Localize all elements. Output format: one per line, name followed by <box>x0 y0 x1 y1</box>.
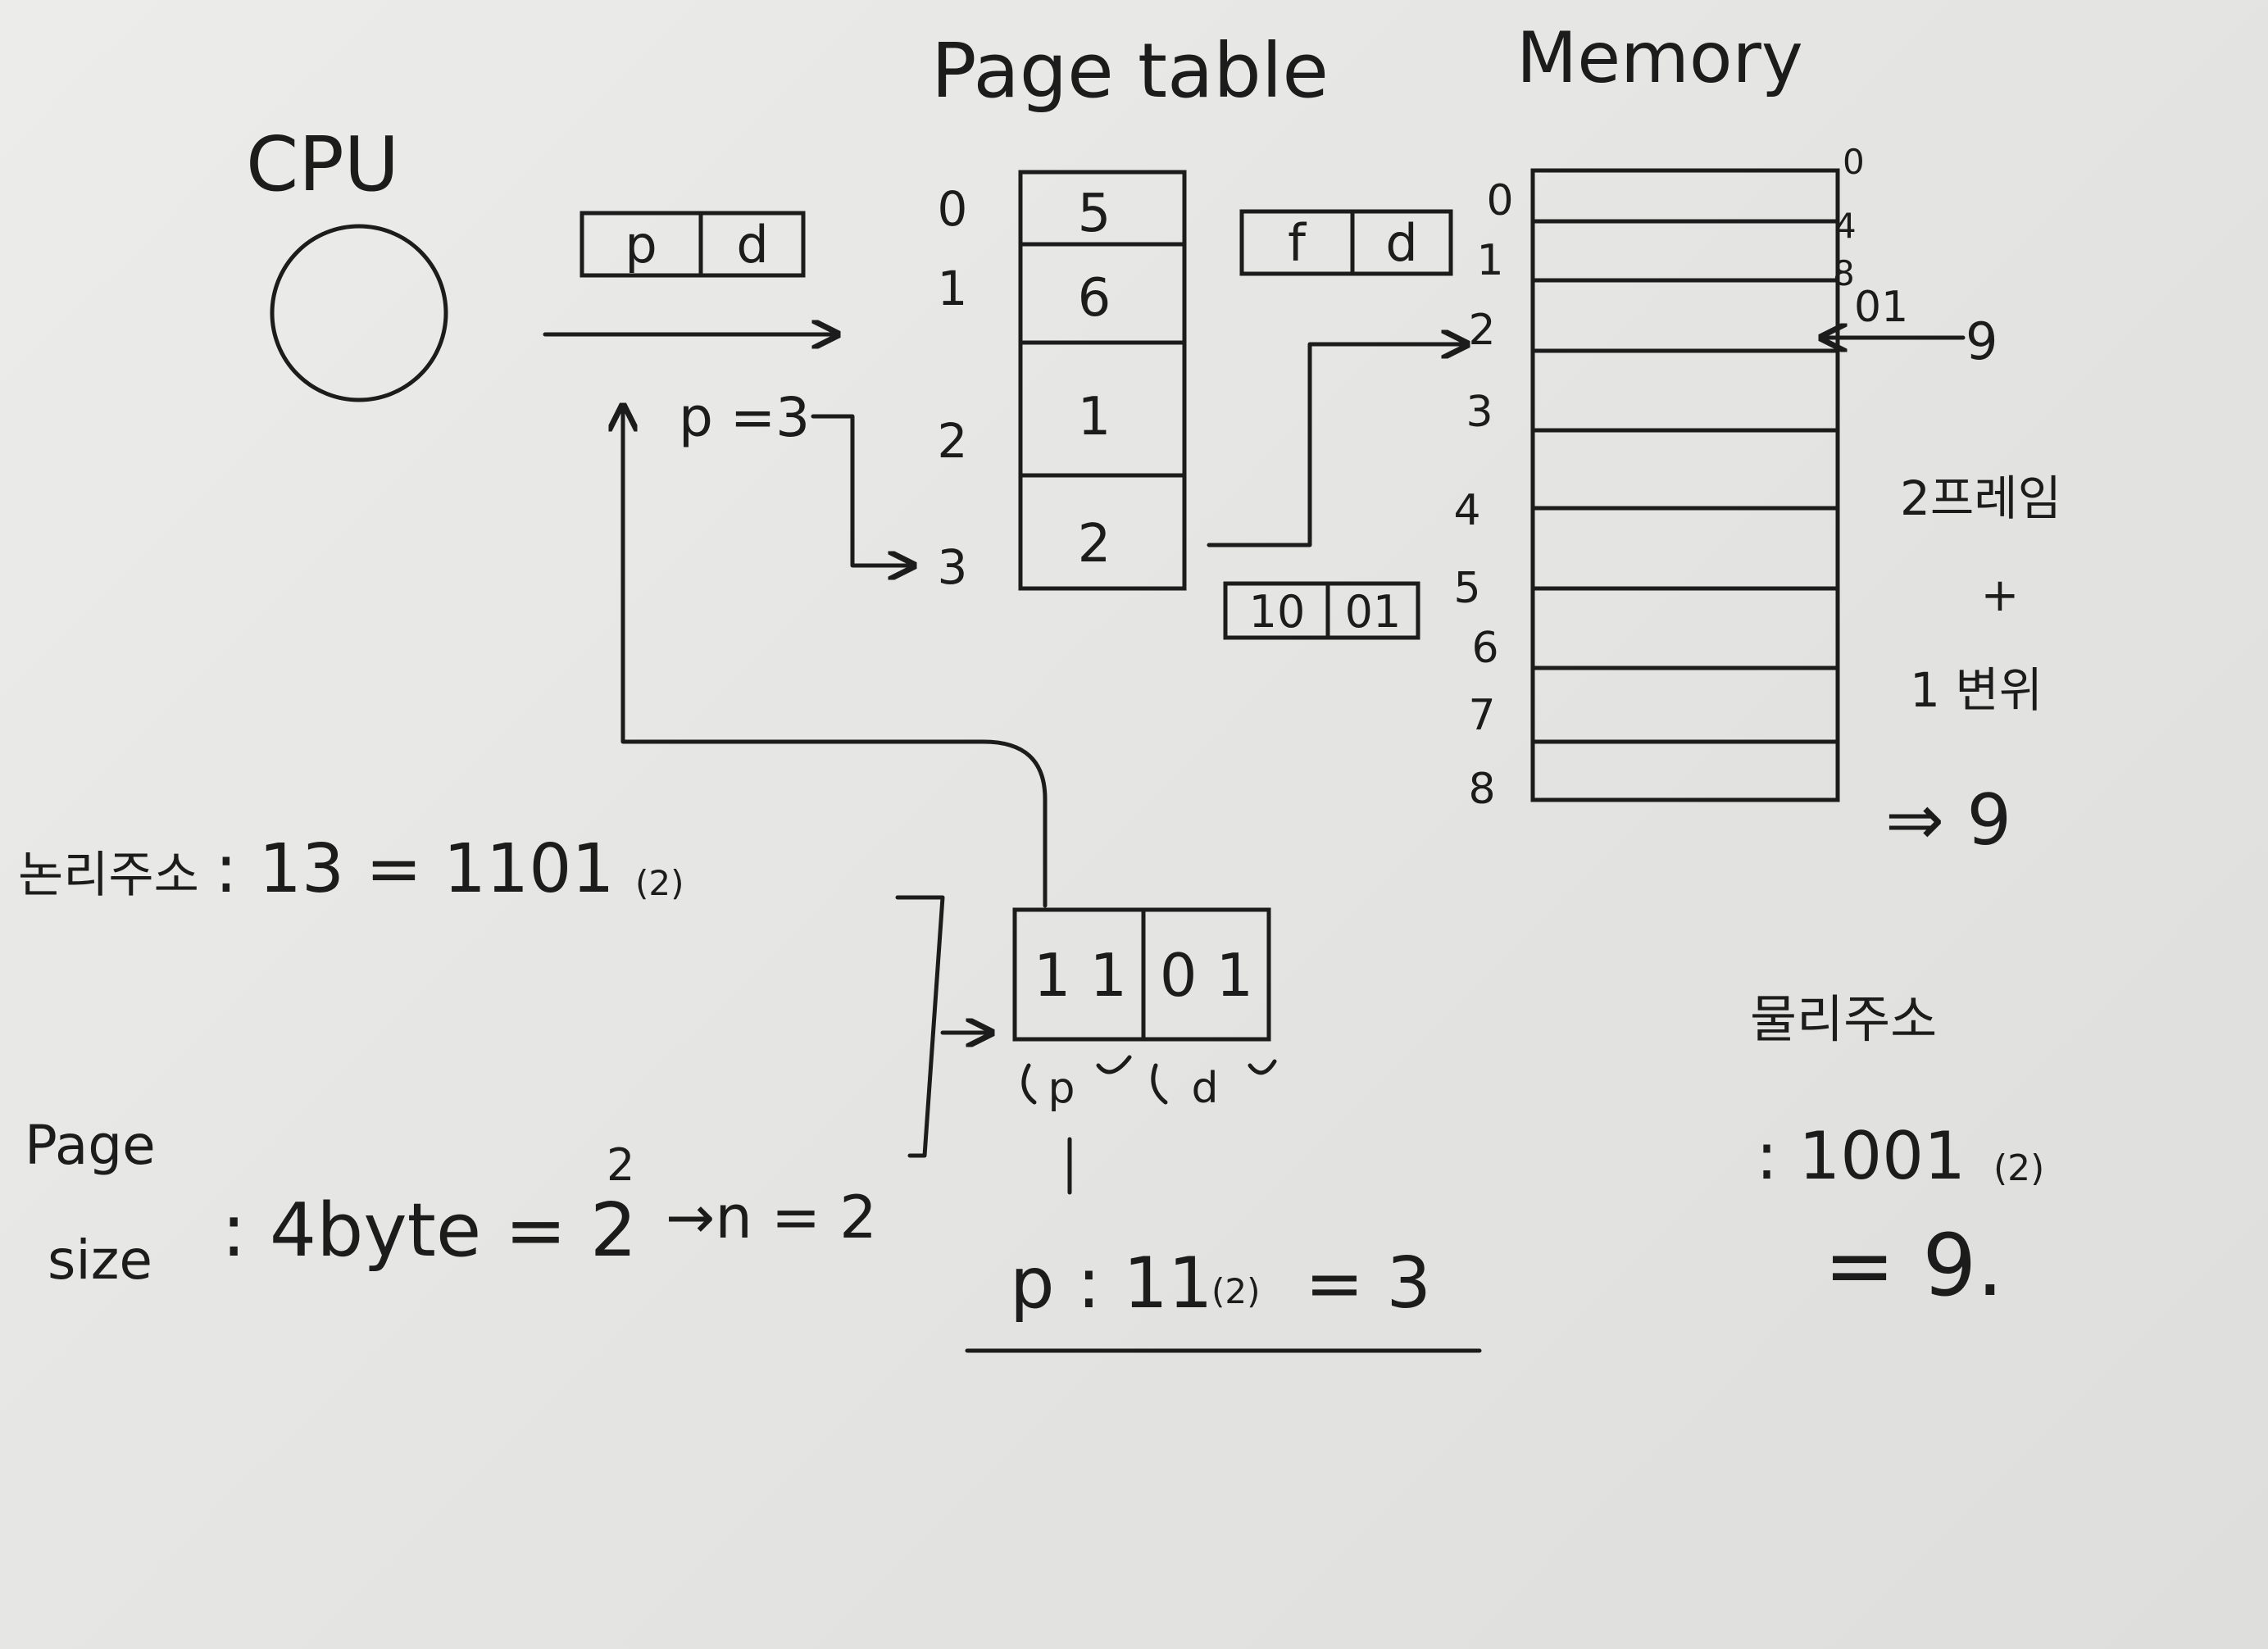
physical-address-base: (2) <box>1993 1147 2044 1189</box>
frame-to-memory-arrow <box>1207 344 1467 547</box>
bits-p-label: p <box>1048 1064 1075 1113</box>
memory-frame-5: 5 <box>1453 564 1480 613</box>
offset-term: 1 변위 <box>1910 662 2043 718</box>
cpu-label: CPU <box>246 120 399 208</box>
cpu-circle <box>270 224 448 402</box>
memory-frame-7: 7 <box>1468 691 1495 740</box>
frame-entry-1: 6 <box>1078 268 1111 329</box>
register-f-label: f <box>1288 213 1307 273</box>
page-table <box>1018 170 1187 591</box>
logical-bits-d: 0 1 <box>1160 941 1254 1010</box>
memory-frame-0: 0 <box>1486 176 1513 225</box>
p-equals-note: p =3 <box>679 386 810 449</box>
p-to-row3-arrow <box>811 414 914 566</box>
bits-d-bracket-right <box>1248 1059 1277 1075</box>
page-size-exponent: 2 <box>607 1139 634 1191</box>
plus-sign: + <box>1981 569 2020 622</box>
register-d2-label: d <box>1385 213 1417 273</box>
memory-frame-3: 3 <box>1466 388 1493 437</box>
memory-address-8: 8 <box>1833 253 1855 293</box>
bits-d-label: d <box>1191 1064 1218 1113</box>
memory-frame-8: 8 <box>1468 765 1495 814</box>
page-size-value: : 4byte = 2 <box>221 1188 637 1274</box>
bits-p-bracket-left <box>1021 1063 1037 1105</box>
logical-bits-p: 1 1 <box>1034 941 1128 1010</box>
p-calc: p : 11 <box>1010 1242 1213 1324</box>
page-index-1: 1 <box>938 261 968 316</box>
page-index-0: 0 <box>938 181 968 237</box>
grouping-brace <box>895 895 945 1158</box>
memory-address-0: 0 <box>1843 142 1865 182</box>
frame-entry-0: 5 <box>1078 184 1111 244</box>
page-index-2: 2 <box>938 413 968 469</box>
memory-frame-6: 6 <box>1471 624 1498 673</box>
bits-d-bracket-left <box>1151 1063 1168 1105</box>
memory-address-4: 4 <box>1834 206 1857 246</box>
page-index-3: 3 <box>938 539 968 595</box>
memory-frame-4: 4 <box>1453 486 1480 535</box>
logical-bits-register: 1 1 0 1 <box>1012 907 1271 1042</box>
page-table-title: Page table <box>931 27 1329 115</box>
logical-address-value: : 13 = 1101 <box>215 830 615 908</box>
memory-frame-2: 2 <box>1468 306 1495 355</box>
logical-address-label: 논리주소 <box>18 847 199 904</box>
right-calc-result: ⇒ 9 <box>1885 779 2011 861</box>
physical-address-value: : 1001 <box>1756 1118 1966 1194</box>
physical-bits-offset: 01 <box>1345 586 1402 638</box>
bits-to-register-arrow <box>623 406 1048 908</box>
memory-frame-1: 1 <box>1476 236 1503 285</box>
physical-address-label: 물리주소 <box>1750 989 1937 1049</box>
physical-address-result: = 9. <box>1824 1215 2003 1315</box>
page-size-label-line2: size <box>48 1229 152 1292</box>
p-calc-result: = 3 <box>1305 1242 1431 1324</box>
memory-address-01: 01 <box>1854 283 1908 332</box>
logical-address-register: p d <box>579 211 806 278</box>
physical-bits-frame: 10 <box>1249 586 1306 638</box>
frame-entry-2: 1 <box>1078 387 1111 447</box>
physical-address-register: f d <box>1239 209 1453 276</box>
register-d-label: d <box>736 215 768 275</box>
memory-title: Memory <box>1516 17 1803 99</box>
bits-p-bracket-right <box>1096 1055 1132 1074</box>
register-p-label: p <box>625 215 657 275</box>
page-size-result: →n = 2 <box>666 1183 877 1252</box>
physical-bits-register: 10 01 <box>1223 581 1420 640</box>
p-calc-base: (2) <box>1211 1271 1261 1311</box>
memory-block <box>1530 168 1840 802</box>
frame-entry-3: 2 <box>1078 514 1111 575</box>
page-size-label-line1: Page <box>25 1114 156 1177</box>
frame-term: 2프레임 <box>1900 470 2061 526</box>
logical-address-base: (2) <box>635 863 684 903</box>
memory-address-9: 9 <box>1966 311 1998 371</box>
